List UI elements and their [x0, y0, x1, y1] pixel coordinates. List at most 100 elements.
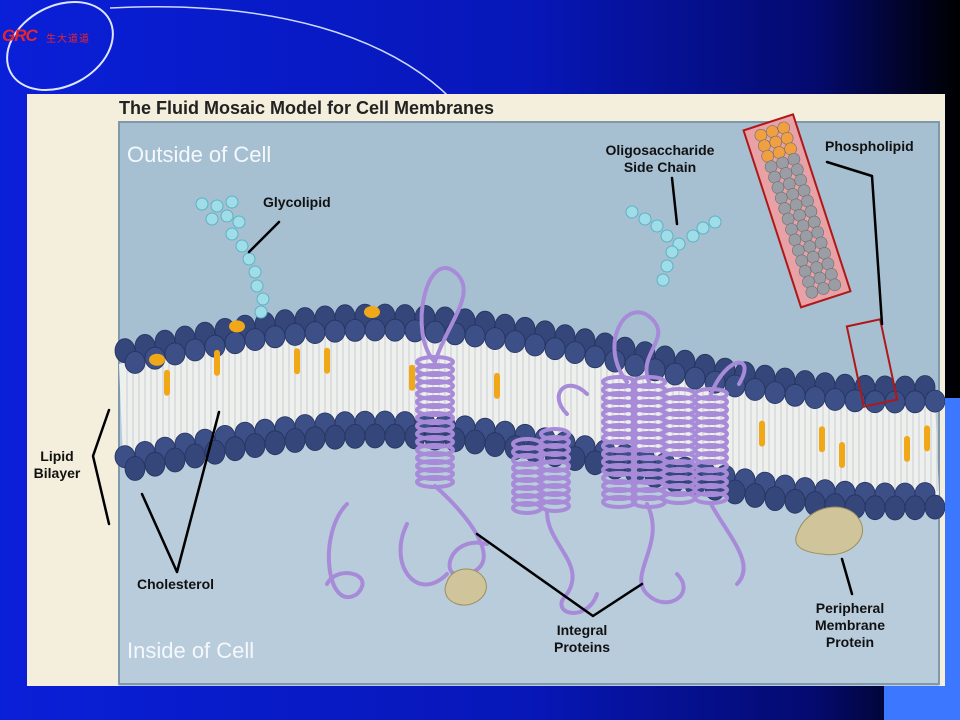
protein-chain — [639, 502, 686, 605]
peripheral-protein-label-line1: Peripheral — [815, 600, 885, 616]
sugar-bead — [256, 292, 270, 306]
oligosaccharide-label: Oligosaccharide Side Chain — [590, 142, 730, 176]
cholesterol-molecule — [819, 426, 825, 453]
sugar-bead — [660, 229, 674, 243]
lipid-head — [904, 495, 926, 521]
integral-proteins-group — [325, 266, 747, 615]
sugar-bead — [660, 259, 674, 273]
glycolipid-leader — [247, 220, 281, 254]
sugar-bead — [625, 205, 639, 219]
lipid-head — [324, 424, 346, 450]
lipid-head — [904, 390, 926, 414]
sugar-bead — [225, 227, 239, 241]
lipid-head — [884, 495, 906, 521]
lipid-head — [924, 389, 945, 413]
lipid-head — [284, 428, 306, 453]
lipid-bilayer-label: Lipid Bilayer — [27, 448, 87, 482]
lipid-head — [184, 338, 206, 362]
peripheral-protein-label: Peripheral Membrane Protein — [795, 600, 905, 651]
side-block-right — [944, 398, 960, 720]
lipid-head — [244, 328, 266, 352]
cholesterol-molecule — [494, 372, 500, 399]
lipid-head — [764, 486, 786, 512]
cholesterol-leader — [140, 410, 221, 574]
peripheral-protein — [795, 506, 864, 556]
sugar-bead — [235, 239, 249, 253]
lipid-head — [184, 443, 206, 469]
lipid-head — [264, 430, 286, 456]
peripheral-protein-label-line2: Membrane — [814, 617, 886, 633]
integral-proteins-label-line2: Proteins — [553, 639, 610, 655]
lipid-head — [384, 318, 406, 342]
membrane-illustration — [91, 113, 945, 686]
lipid-head — [764, 381, 786, 405]
lipid-head — [304, 321, 326, 345]
sugar-bead — [210, 199, 224, 213]
cholesterol-molecule — [409, 364, 415, 391]
protein-chain — [709, 360, 747, 396]
lipid-bilayer-label-line2: Bilayer — [33, 465, 81, 481]
sugar-bead — [250, 279, 264, 293]
protein-helix — [539, 427, 571, 513]
cholesterol-label: Cholesterol — [137, 576, 215, 592]
cholesterol-molecule — [214, 349, 220, 376]
lipid-head — [684, 366, 706, 390]
protein-chain — [419, 266, 466, 364]
protein-helix — [511, 437, 543, 515]
sugar-bead — [232, 215, 246, 229]
lipid-head — [544, 337, 566, 361]
lipid-head — [344, 318, 366, 342]
membrane-decor — [149, 113, 930, 606]
lipid-head — [504, 330, 526, 354]
sugar-bead — [656, 273, 670, 287]
sugar-bead — [195, 197, 209, 211]
sugar-bead — [696, 221, 710, 235]
lipid-bilayer-label-line1: Lipid — [40, 448, 74, 464]
lipid-head — [784, 383, 806, 407]
lipid-head — [744, 483, 766, 508]
lipid-head — [864, 495, 886, 521]
lipid-head — [364, 423, 386, 449]
phospholipid-leader — [825, 160, 884, 326]
logo-subtext: 生大道道 — [46, 34, 90, 45]
sugar-bead — [220, 209, 234, 223]
lipid-head — [144, 451, 166, 477]
lipid-head — [564, 341, 586, 365]
inside-of-cell-label: Inside of Cell — [127, 638, 255, 663]
protein-chain — [556, 383, 589, 416]
sugar-bead — [650, 219, 664, 233]
lipid-head — [384, 423, 406, 449]
sugar-bead — [205, 212, 219, 226]
sugar-bead — [254, 305, 268, 319]
lipid-head — [364, 318, 386, 342]
cholesterol-molecule — [924, 425, 930, 452]
diagram-title: The Fluid Mosaic Model for Cell Membrane… — [119, 98, 495, 118]
protein-chain — [709, 502, 746, 586]
lipid-head — [624, 353, 646, 377]
cholesterol-molecule — [759, 420, 765, 447]
lipid-head — [464, 429, 486, 455]
lipid-head — [864, 390, 886, 414]
protein-chain — [325, 502, 365, 599]
integral-proteins-label-line1: Integral — [556, 622, 608, 638]
protein-helix — [661, 387, 697, 505]
sugar-bead — [242, 252, 256, 266]
protein-chain — [545, 510, 599, 615]
oligosaccharide-label-line1: Oligosaccharide — [605, 142, 715, 158]
protein-chain — [398, 522, 449, 587]
outside-of-cell-label: Outside of Cell — [127, 142, 272, 167]
cholesterol-molecule — [294, 348, 300, 375]
protein-helix — [415, 355, 455, 489]
lipid-head — [224, 436, 246, 462]
lipid-head — [924, 494, 945, 520]
protein-chain — [612, 310, 661, 384]
lipid-head — [244, 433, 266, 459]
cholesterol-molecule — [229, 320, 245, 333]
atom — [828, 278, 842, 292]
lipid-head — [304, 426, 326, 452]
sugar-bead — [665, 245, 679, 259]
lipid-head — [284, 323, 306, 346]
cholesterol-molecule — [839, 442, 845, 468]
cholesterol-molecule — [324, 347, 330, 374]
